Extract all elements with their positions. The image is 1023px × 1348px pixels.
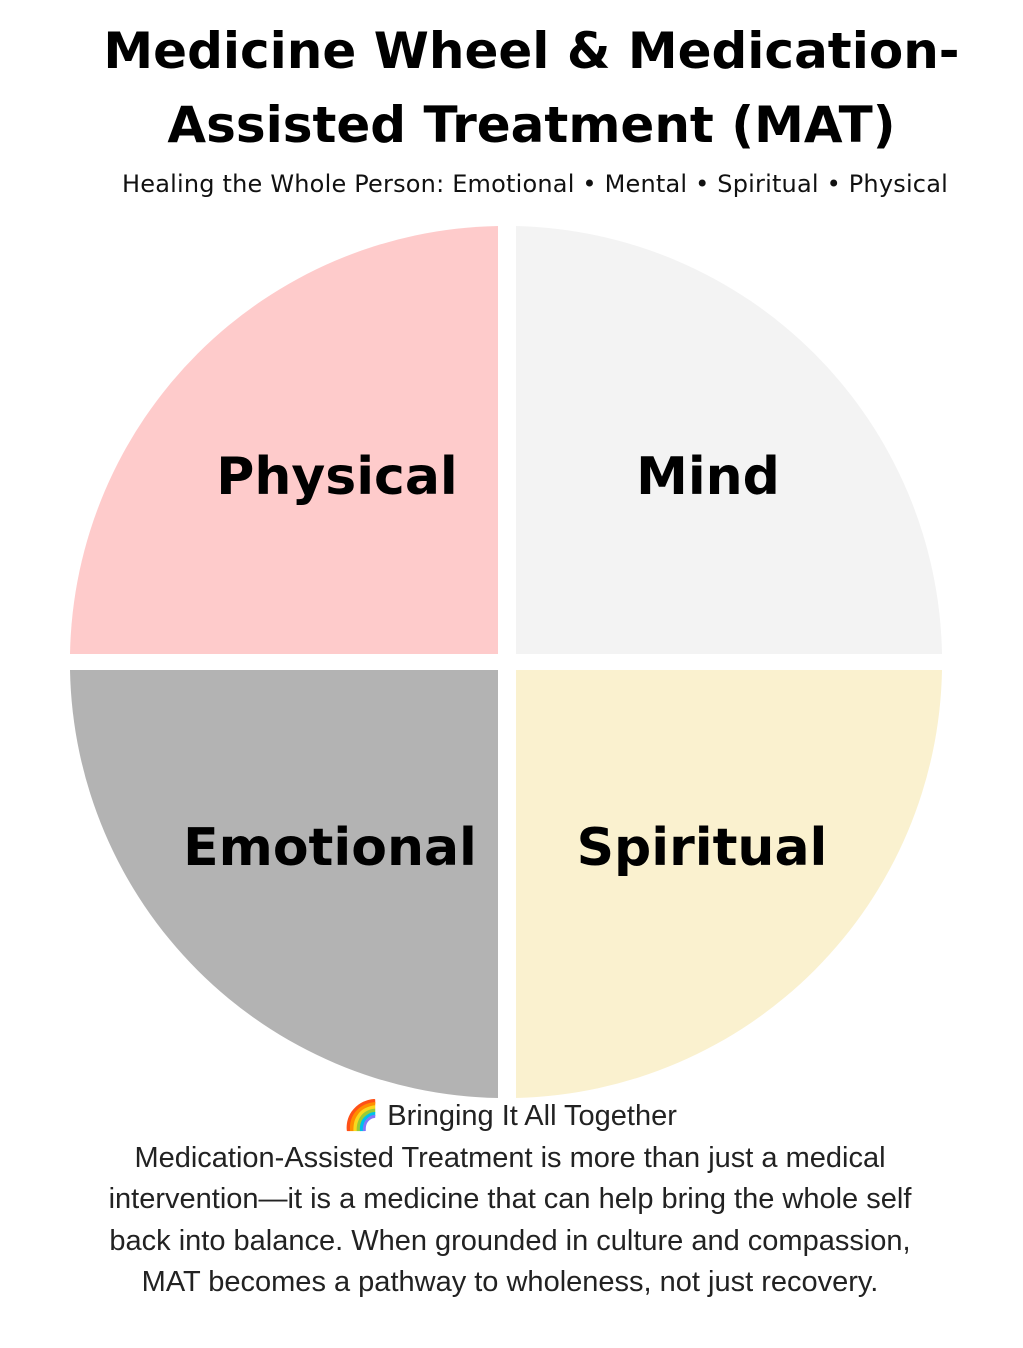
- summary-line: MAT becomes a pathway to wholeness, not …: [141, 1266, 879, 1298]
- summary-line: Medication-Assisted Treatment is more th…: [134, 1141, 886, 1174]
- subtitle: Healing the Whole Person: Emotional • Me…: [122, 170, 948, 198]
- summary-heading: Bringing It All Together: [387, 1100, 677, 1132]
- label-emotional: Emotional: [183, 818, 477, 878]
- title-line-2: Assisted Treatment (MAT): [167, 96, 896, 154]
- label-physical: Physical: [216, 447, 458, 507]
- summary-line: intervention—it is a medicine that can h…: [108, 1183, 912, 1215]
- summary-section: 🌈 Bringing It All Together Medication-As…: [40, 1096, 980, 1304]
- quadrant-spiritual: [516, 670, 942, 1098]
- title-line-1: Medicine Wheel & Medication-: [103, 22, 960, 80]
- quadrant-emotional: [70, 670, 498, 1098]
- rainbow-icon: 🌈: [343, 1100, 380, 1132]
- label-mind: Mind: [636, 447, 780, 507]
- page-title: Medicine Wheel & Medication- Assisted Tr…: [0, 14, 1023, 162]
- summary-line: back into balance. When grounded in cult…: [109, 1224, 911, 1257]
- summary-heading-row: 🌈 Bringing It All Together: [40, 1096, 980, 1138]
- label-spiritual: Spiritual: [577, 818, 828, 878]
- quadrant-mind: [516, 226, 942, 654]
- quadrant-physical: [70, 226, 498, 654]
